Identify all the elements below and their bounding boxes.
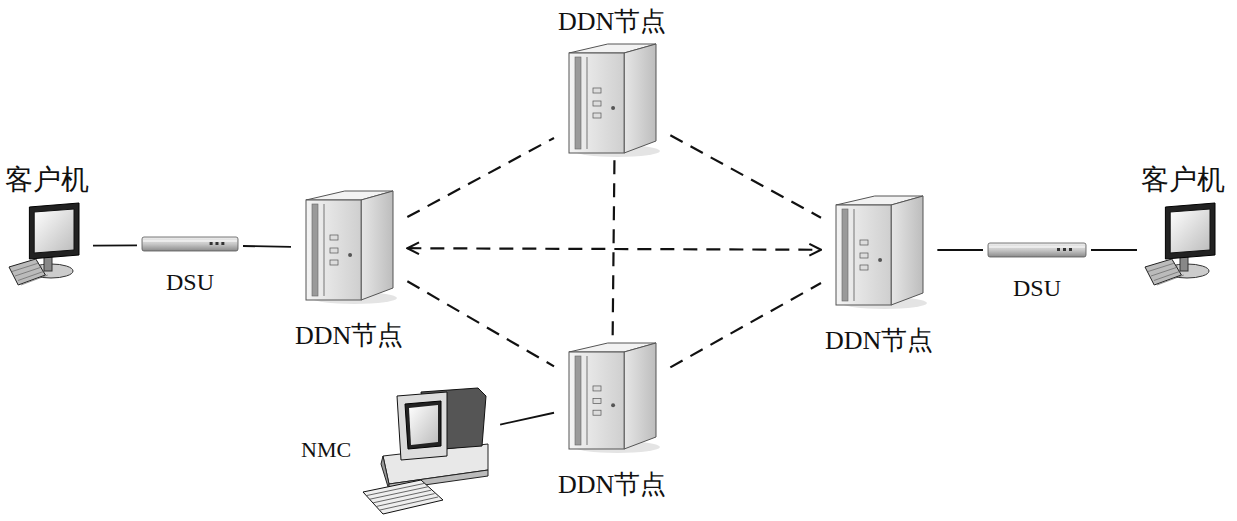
node-label: DDN节点 — [558, 469, 666, 500]
connector — [407, 281, 554, 366]
node-label: 客户机 — [5, 163, 89, 197]
dsu-icon — [141, 236, 239, 252]
node-label: DDN节点 — [558, 6, 666, 37]
connector — [93, 244, 137, 246]
server-icon — [565, 340, 660, 455]
client-computer: 客户机 — [2, 163, 92, 289]
node-label: 客户机 — [1141, 163, 1225, 197]
node-label: DSU — [1013, 274, 1061, 303]
server-icon — [565, 41, 660, 159]
nmc-computer: NMC — [298, 384, 499, 516]
connector — [670, 283, 821, 367]
connector — [500, 413, 554, 425]
node-label: DDN节点 — [295, 320, 403, 351]
server-icon — [832, 193, 927, 311]
connector — [670, 135, 821, 217]
monitor-icon — [7, 201, 87, 289]
client-computer: 客户机 — [1138, 163, 1228, 289]
node-label: DSU — [166, 268, 214, 297]
ddn-node: DDN节点 — [555, 6, 669, 159]
ddn-node: DDN节点 — [822, 193, 936, 356]
dsu-device: DSU — [984, 242, 1090, 303]
ddn-node: DDN节点 — [292, 188, 406, 351]
connector — [613, 160, 615, 339]
connector — [1091, 249, 1137, 251]
connector — [407, 248, 821, 250]
node-label: NMC — [301, 437, 351, 463]
connector — [937, 249, 983, 251]
server-icon — [302, 188, 397, 306]
monitor-icon — [1143, 201, 1223, 289]
pc-icon — [361, 384, 496, 516]
connector — [407, 138, 554, 217]
dsu-icon — [987, 242, 1087, 258]
dsu-device: DSU — [138, 236, 242, 297]
node-label: DDN节点 — [825, 325, 933, 356]
ddn-node: DDN节点 — [555, 340, 669, 500]
connector — [243, 245, 291, 248]
